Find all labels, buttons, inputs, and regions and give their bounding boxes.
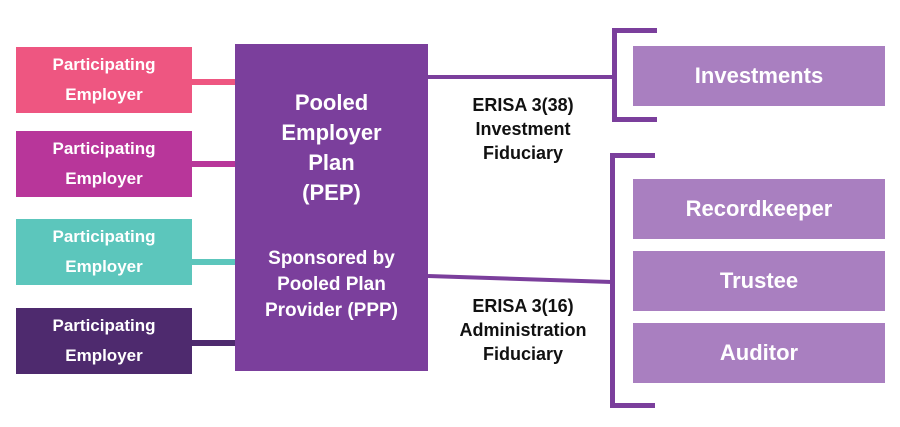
investments-box: Investments: [633, 46, 885, 106]
administration-fiduciary-label: ERISA 3(16) Administration Fiduciary: [428, 294, 618, 366]
participating-employer-3: Participating Employer: [16, 219, 192, 285]
employer-1-connector: [190, 79, 236, 85]
fiduciary-line: Investment: [475, 119, 571, 139]
employer-3-connector: [190, 259, 236, 265]
employer-label-line2: Employer: [65, 346, 143, 365]
employer-2-connector: [190, 161, 236, 167]
fiduciary-line: ERISA 3(16): [472, 296, 574, 316]
auditor-box: Auditor: [633, 323, 885, 383]
administration-bracket-bottom: [610, 403, 655, 408]
investments-bracket-bottom: [612, 117, 657, 122]
pep-title-line: Pooled: [294, 90, 369, 115]
employer-label-line2: Employer: [65, 169, 143, 188]
recordkeeper-label: Recordkeeper: [685, 196, 833, 221]
employer-label-line2: Employer: [65, 257, 143, 276]
employer-label-line1: Participating: [52, 316, 156, 335]
investments-label: Investments: [694, 63, 824, 88]
pooled-employer-plan-box: Pooled Employer Plan (PEP) Sponsored by …: [235, 44, 428, 371]
pep-title-line: Employer: [281, 120, 382, 145]
employer-label-line1: Participating: [52, 139, 156, 158]
administration-bracket-side: [610, 153, 615, 408]
employer-label-line1: Participating: [52, 55, 156, 74]
administration-connector: [427, 274, 613, 284]
fiduciary-line: Administration: [459, 320, 587, 340]
trustee-label: Trustee: [719, 268, 799, 293]
pep-sponsor-line: Sponsored by: [268, 248, 395, 269]
trustee-box: Trustee: [633, 251, 885, 311]
investments-bracket-side: [612, 28, 617, 122]
fiduciary-line: ERISA 3(38): [472, 95, 574, 115]
recordkeeper-box: Recordkeeper: [633, 179, 885, 239]
auditor-label: Auditor: [719, 340, 799, 365]
investment-fiduciary-label: ERISA 3(38) Investment Fiduciary: [428, 93, 618, 165]
investments-bracket-top: [612, 28, 657, 33]
administration-bracket-top: [610, 153, 655, 158]
employer-4-connector: [190, 340, 236, 346]
pep-sponsor-line: Pooled Plan: [277, 274, 386, 295]
pep-title-line: (PEP): [302, 180, 361, 205]
pep-title: Pooled Employer Plan (PEP): [281, 88, 381, 208]
employer-label-line1: Participating: [52, 227, 156, 246]
employer-label-line2: Employer: [65, 85, 143, 104]
participating-employer-4: Participating Employer: [16, 308, 192, 374]
participating-employer-2: Participating Employer: [16, 131, 192, 197]
pep-sponsor: Sponsored by Pooled Plan Provider (PPP): [265, 246, 398, 324]
pep-sponsor-line: Provider (PPP): [264, 300, 399, 321]
fiduciary-line: Fiduciary: [482, 344, 564, 364]
participating-employer-1: Participating Employer: [16, 47, 192, 113]
pep-title-line: Plan: [308, 150, 355, 175]
fiduciary-line: Fiduciary: [482, 143, 564, 163]
